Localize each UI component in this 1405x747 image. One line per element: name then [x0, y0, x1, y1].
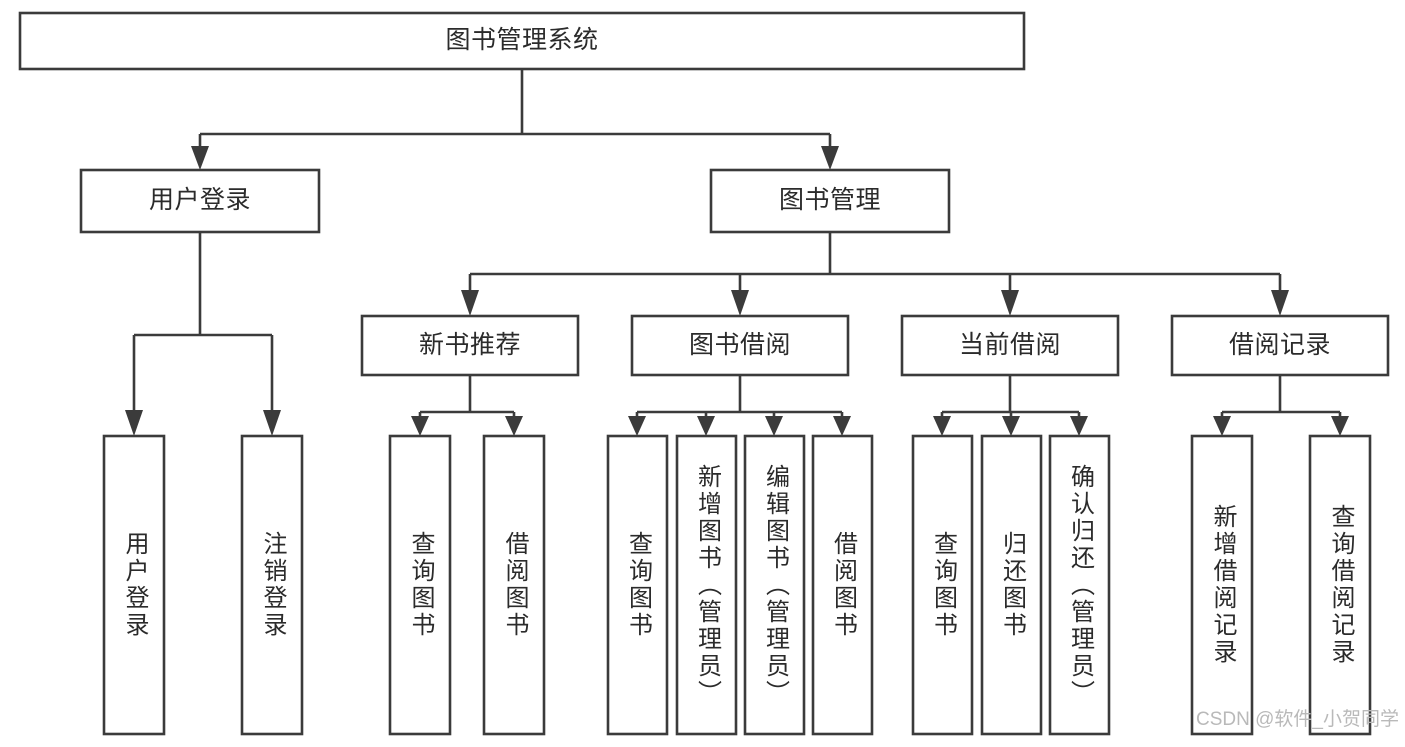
arrowhead-leaf-return-book [1002, 416, 1020, 436]
node-box-leaf-user-login[interactable] [102, 434, 166, 736]
node-box-leaf-user-logout[interactable] [240, 434, 304, 736]
arrowhead-leaf-add-record [1213, 416, 1231, 436]
node-box-leaf-query-book-cur[interactable] [911, 434, 974, 736]
arrowhead-leaf-edit-book [765, 416, 783, 436]
node-box-leaf-borrow-book[interactable] [811, 434, 874, 736]
node-box-leaf-confirm-return[interactable] [1048, 434, 1111, 736]
node-box-new-book-recommend[interactable] [360, 314, 580, 377]
arrowhead-leaf-user-login [125, 410, 143, 436]
connector-borrow-record-to-leaves [1213, 375, 1349, 436]
node-box-leaf-query-book-new[interactable] [388, 434, 452, 736]
node-box-borrow-record[interactable] [1170, 314, 1390, 377]
node-box-book-manage[interactable] [709, 168, 951, 234]
node-box-leaf-borrow-book-new[interactable] [482, 434, 546, 736]
arrowhead-user-login [191, 146, 209, 170]
arrowhead-book-borrow [731, 290, 749, 316]
node-box-leaf-return-book[interactable] [980, 434, 1043, 736]
node-box-leaf-add-book[interactable] [675, 434, 738, 736]
node-box-book-borrow[interactable] [630, 314, 850, 377]
node-box-user-login[interactable] [79, 168, 321, 234]
arrowhead-borrow-record [1271, 290, 1289, 316]
connector-book-manage-to-level3 [461, 232, 1289, 316]
arrowhead-leaf-borrow-book [833, 416, 851, 436]
node-box-leaf-query-record[interactable] [1308, 434, 1372, 736]
arrowhead-leaf-query-book-borrow [628, 416, 646, 436]
arrowhead-new-book-recommend [461, 290, 479, 316]
connector-root-to-level2 [191, 69, 839, 170]
arrowhead-leaf-borrow-book-new [505, 416, 523, 436]
arrowhead-leaf-query-book-new [411, 416, 429, 436]
connector-user-login-to-leaves [125, 232, 281, 436]
node-box-leaf-query-book-borrow[interactable] [606, 434, 669, 736]
arrowhead-leaf-add-book [697, 416, 715, 436]
arrowhead-leaf-query-book-cur [933, 416, 951, 436]
connector-book-borrow-to-leaves [628, 375, 851, 436]
node-box-current-borrow[interactable] [900, 314, 1120, 377]
arrowhead-leaf-confirm-return [1070, 416, 1088, 436]
connector-new-book-recommend-to-leaves [411, 375, 523, 436]
node-box-root[interactable] [18, 11, 1026, 71]
arrowhead-current-borrow [1001, 290, 1019, 316]
arrowhead-book-manage [821, 146, 839, 170]
arrowhead-leaf-query-record [1331, 416, 1349, 436]
connector-current-borrow-to-leaves [933, 375, 1088, 436]
node-box-leaf-edit-book[interactable] [743, 434, 806, 736]
node-box-leaf-add-record[interactable] [1190, 434, 1254, 736]
arrowhead-leaf-user-logout [263, 410, 281, 436]
